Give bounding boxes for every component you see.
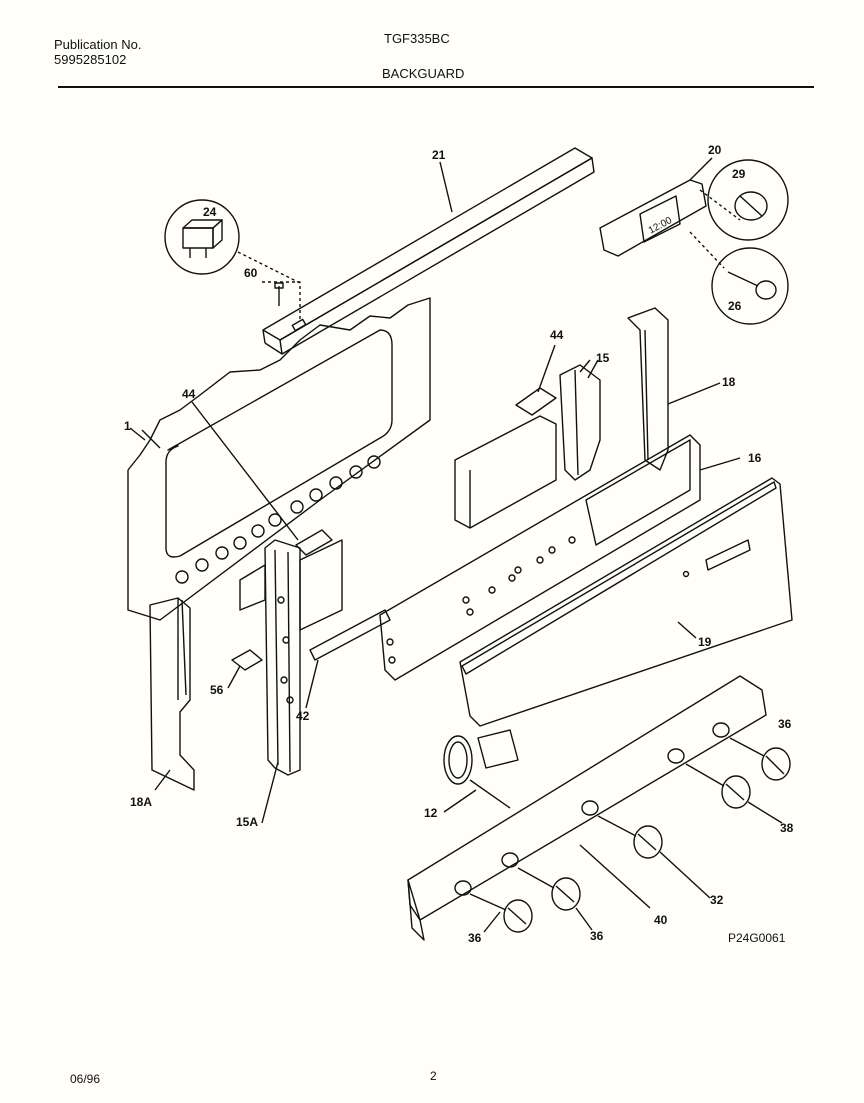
part-24-switch-callout: [164, 199, 301, 284]
publication-label: Publication No.: [54, 37, 142, 52]
part-44-bracket-right: [515, 344, 557, 416]
part-42-rail: [305, 609, 391, 709]
footer-page-number: 2: [430, 1069, 437, 1083]
callout-36-left: 36: [468, 931, 482, 945]
part-16-control-frame: [379, 434, 741, 681]
part-15-bracket: [559, 359, 601, 481]
callout-1: 1: [124, 419, 131, 433]
header-rule: [58, 86, 814, 88]
publication-number: 5995285102: [54, 52, 127, 67]
part-20-clock: [599, 157, 741, 257]
callout-20: 20: [708, 143, 722, 157]
part-15a-vertical-bracket: [261, 539, 301, 824]
callout-24: 24: [203, 205, 217, 219]
part-19-front-panel: [459, 477, 793, 727]
callout-18a: 18A: [130, 795, 152, 809]
callout-16: 16: [748, 451, 762, 465]
callout-26: 26: [728, 299, 742, 313]
footer-date: 06/96: [70, 1072, 101, 1086]
drawing-code: P24G0061: [728, 931, 786, 945]
callout-19: 19: [698, 635, 712, 649]
knob-36-left: [469, 893, 533, 933]
part-44-bracket-left: [191, 401, 333, 556]
part-21-top-trim: [262, 147, 595, 355]
callout-15a: 15A: [236, 815, 258, 829]
part-12-thermostat: [443, 729, 519, 813]
part-18a-side-bracket: [149, 597, 195, 791]
knob-32: [597, 815, 711, 899]
callout-60: 60: [244, 266, 258, 280]
callout-38: 38: [780, 821, 794, 835]
callout-18: 18: [722, 375, 736, 389]
knob-38: [685, 763, 783, 824]
callout-56: 56: [210, 683, 224, 697]
callout-44a: 44: [550, 328, 564, 342]
knob-36-middle: [517, 867, 593, 931]
callout-12: 12: [424, 806, 438, 820]
part-60-screw: [262, 281, 301, 322]
heat-shield: [299, 415, 557, 631]
part-40-manifold-panel: [407, 675, 767, 941]
callout-44b: 44: [182, 387, 196, 401]
callout-21: 21: [432, 148, 446, 162]
callout-42: 42: [296, 709, 310, 723]
part-26-clock-stem-callout: [689, 231, 789, 325]
part-56-bracket: [227, 564, 266, 689]
model-number: TGF335BC: [384, 31, 450, 46]
callout-36-right: 36: [778, 717, 792, 731]
knob-36-right: [729, 737, 791, 781]
callout-36-middle: 36: [590, 929, 604, 943]
part-18-side-bracket: [627, 307, 721, 471]
section-title: BACKGUARD: [382, 66, 465, 81]
part-1-rear-panel: [127, 297, 431, 621]
callout-29: 29: [732, 167, 746, 181]
callout-32: 32: [710, 893, 724, 907]
callout-40: 40: [654, 913, 668, 927]
callout-15: 15: [596, 351, 610, 365]
part-29-clock-knob-callout: [707, 159, 789, 241]
